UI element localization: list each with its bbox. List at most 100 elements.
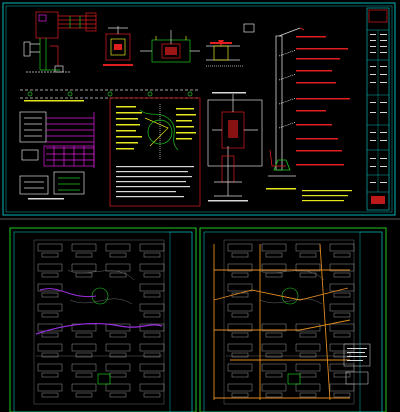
- bottom-right-border: [199, 227, 387, 412]
- title-block-logo: [368, 9, 388, 23]
- building-footprint: [75, 272, 93, 278]
- building-footprint: [227, 383, 253, 392]
- building-footprint: [41, 372, 59, 378]
- title-block: [366, 7, 390, 211]
- building-footprint: [41, 292, 59, 298]
- building-footprint: [139, 323, 165, 332]
- detail-frame-right: [207, 92, 263, 167]
- building-footprint: [105, 363, 131, 372]
- top-sheet-inner-border: [5, 5, 393, 213]
- building-footprint: [109, 392, 127, 398]
- road-line: [223, 239, 355, 405]
- building-footprint: [75, 352, 93, 358]
- building-footprint: [333, 352, 351, 358]
- building-footprint: [333, 312, 351, 318]
- building-footprint: [139, 243, 165, 252]
- building-footprint: [299, 332, 317, 338]
- building-footprint: [295, 243, 321, 252]
- building-footprint: [227, 343, 253, 352]
- top-sheet: [2, 2, 396, 216]
- detail-box-2: [140, 30, 200, 63]
- top-sheet-border: [2, 2, 396, 216]
- building-footprint: [299, 392, 317, 398]
- road-line: [259, 298, 323, 305]
- building-footprint: [299, 352, 317, 358]
- road-line: [33, 239, 165, 405]
- bottom-right-title-strip: [359, 231, 383, 412]
- light-pole-elevation: [268, 27, 305, 177]
- bottom-right-notes: [343, 343, 371, 385]
- building-footprint: [143, 272, 161, 278]
- building-footprint: [139, 263, 165, 272]
- building-footprint: [75, 392, 93, 398]
- building-footprint: [75, 332, 93, 338]
- building-footprint: [105, 243, 131, 252]
- building-footprint: [227, 363, 253, 372]
- building-footprint: [329, 343, 355, 352]
- building-footprint: [227, 283, 253, 292]
- building-footprint: [333, 292, 351, 298]
- building-footprint: [139, 363, 165, 372]
- building-footprint: [75, 372, 93, 378]
- distribution-diagram-left: [19, 111, 95, 200]
- building-footprint: [139, 383, 165, 392]
- building-footprint: [143, 312, 161, 318]
- building-footprint: [41, 392, 59, 398]
- bottom-left-site-plan: [33, 239, 165, 405]
- building-footprint: [227, 303, 253, 312]
- bottom-left-sheet: [9, 227, 197, 412]
- building-footprint: [71, 383, 97, 392]
- building-footprint: [261, 343, 287, 352]
- building-footprint: [71, 343, 97, 352]
- bottom-left-border: [9, 227, 197, 412]
- building-footprint: [231, 372, 249, 378]
- building-footprint: [37, 363, 63, 372]
- distribution-room: [287, 373, 301, 385]
- bottom-left-cable-route: [35, 322, 163, 335]
- legend-panel-center: [109, 97, 201, 207]
- building-footprint: [37, 283, 63, 292]
- building-footprint: [261, 323, 287, 332]
- building-footprint: [329, 323, 355, 332]
- building-footprint: [265, 252, 283, 258]
- building-footprint: [143, 372, 161, 378]
- building-footprint: [143, 252, 161, 258]
- legend-text-lines: [116, 106, 196, 198]
- building-footprint: [143, 292, 161, 298]
- building-footprint: [295, 363, 321, 372]
- building-footprint: [71, 263, 97, 272]
- road-line: [257, 269, 325, 281]
- building-footprint: [329, 243, 355, 252]
- building-footprint: [231, 312, 249, 318]
- building-footprint: [109, 332, 127, 338]
- building-footprint: [37, 383, 63, 392]
- building-footprint: [231, 332, 249, 338]
- building-footprint: [231, 272, 249, 278]
- building-footprint: [37, 303, 63, 312]
- building-footprint: [295, 383, 321, 392]
- building-footprint: [295, 343, 321, 352]
- building-footprint: [143, 332, 161, 338]
- bottom-right-sheet: [199, 227, 387, 412]
- building-footprint: [231, 252, 249, 258]
- building-footprint: [329, 303, 355, 312]
- building-footprint: [105, 263, 131, 272]
- building-footprint: [265, 272, 283, 278]
- building-footprint: [109, 252, 127, 258]
- building-footprint: [265, 352, 283, 358]
- building-footprint: [261, 263, 287, 272]
- building-footprint: [227, 243, 253, 252]
- building-footprint: [227, 263, 253, 272]
- building-footprint: [71, 243, 97, 252]
- distribution-room: [97, 373, 111, 385]
- central-plaza: [281, 287, 299, 305]
- building-footprint: [333, 332, 351, 338]
- building-footprint: [333, 272, 351, 278]
- building-footprint: [265, 332, 283, 338]
- building-footprint: [71, 363, 97, 372]
- building-footprint: [139, 303, 165, 312]
- building-footprint: [329, 283, 355, 292]
- building-footprint: [329, 383, 355, 392]
- bottom-left-cable-route-2: [39, 288, 97, 298]
